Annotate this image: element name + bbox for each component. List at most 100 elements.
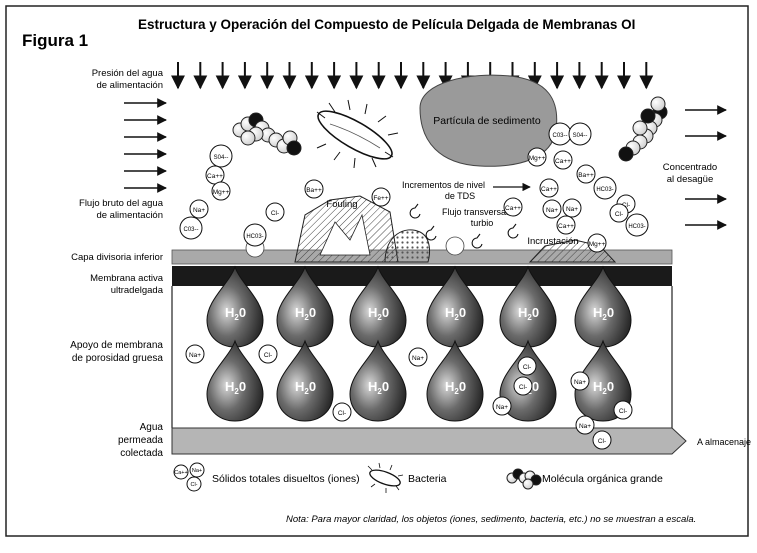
ion: Na+ [562,198,582,218]
ion: C03-- [548,122,572,146]
organic-molecule [232,112,302,156]
water-drop-label: H20 [295,305,316,322]
ion-label: Na+ [189,352,201,359]
ion: Ca++ [503,197,523,217]
water-drop-label: H20 [445,379,466,396]
figure-title: Estructura y Operación del Compuesto de … [138,17,635,32]
ion-layer: S04-- Ca++ Mg++ Na+ C03-- HC03- Cl- Ba++ Fe++ C03… [179,122,649,450]
molecule-bead [650,96,666,112]
ion-label: Cl- [523,364,531,371]
concentrate-arrows [685,105,727,230]
scale-note: Nota: Para mayor claridad, los objetos (… [286,514,696,525]
molecule-bead [640,108,656,124]
to-storage-label: A almacenaje [697,437,751,447]
ion-label: Cl- [598,438,606,445]
ion-label: S04-- [573,133,588,139]
ion-label: Mg++ [213,189,230,196]
ion: Cl- [613,400,633,420]
ion: Cl- [592,430,612,450]
ion-label: Cl- [619,408,627,415]
ion-label: Na+ [193,207,205,214]
ion-label: HC03- [628,224,645,230]
ion-label: C03-- [183,227,198,233]
ion-label: Mg++ [589,241,606,248]
water-drop-label: H20 [295,379,316,396]
bulk-flow-label-2: de alimentación [96,210,163,221]
water-drop-label: H20 [518,305,539,322]
feed-pressure-label-2: de alimentación [96,80,163,91]
crossflow-label-2: turbio [471,218,494,228]
molecule-bead [240,130,256,146]
figure-border [5,5,749,537]
ion: Cl- [609,203,629,223]
ion-label: Na+ [412,355,424,362]
ion: S04-- [568,122,592,146]
organic-molecule [618,96,668,162]
ion: HC03- [243,223,267,247]
legend-ion [186,476,202,492]
ion-label: HC03- [246,234,263,240]
barrier-layer-label: Capa divisoria inferior [71,252,163,263]
active-membrane-label: Membrana activa [90,273,164,284]
molecule-bead [286,140,302,156]
feed-pressure-label: Presión del agua [92,68,164,79]
legend-solids-label: Sólidos totales disueltos (iones) [212,473,360,485]
active-membrane-label-2: ultradelgada [111,285,164,296]
water-drop-label: H20 [593,305,614,322]
ion-label: Mg++ [529,155,546,162]
legend-organic-label: Molécula orgánica grande [542,473,663,485]
legend-ion [189,462,205,478]
ion: Ba++ [576,164,596,184]
ion-label: Na+ [579,423,591,430]
turbulence-swirls [409,203,519,249]
ion: Na+ [189,199,209,219]
ion-label: Cl- [615,211,623,218]
ion: Na+ [408,347,428,367]
ion: Cl- [517,356,537,376]
feed-flow-arrows [124,98,167,193]
concentrate-label: Concentrado [663,162,717,173]
ion: Na+ [492,396,512,416]
water-drop: H20 [349,339,407,422]
ion-label: Cl- [622,202,630,209]
sediment-label: Partícula de sedimento [433,115,541,127]
fouling-deposit [294,195,431,263]
tds-label: Incrementos de nivel [402,180,485,190]
ion: Mg++ [527,147,547,167]
ion-label: Ca++ [558,223,574,230]
ion: Na+ [542,199,562,219]
left-labels: Presión del agua de alimentación Flujo b… [70,68,164,459]
ion: Fe++ [371,187,391,207]
legend-ion [173,464,189,480]
ion: Mg++ [211,181,231,201]
ion: S04-- [209,144,233,168]
crossflow-label: Flujo transversal [442,207,508,217]
ion: Ca++ [556,215,576,235]
pressure-arrows [171,62,654,90]
molecule-bead [618,146,634,162]
water-drop-label: H20 [225,305,246,322]
ion-label: Cl- [338,410,346,417]
ion-label: Ca++ [555,158,571,165]
ion: Ca++ [553,150,573,170]
legend-bacteria-label: Bacteria [408,473,447,485]
ion-label: Cl- [271,210,279,217]
ion-label: Fe++ [373,195,388,202]
ion: Na+ [575,415,595,435]
ion: Cl- [265,202,285,222]
legend-ion-label: Cl- [190,482,197,488]
water-drop-label: H20 [593,379,614,396]
fouling-label: Fouling [326,199,357,210]
scaling-label: Incrustación [527,236,578,247]
legend-ion-label: Na+ [192,468,202,474]
water-drop: H20 [276,339,334,422]
ion: Ca++ [539,178,559,198]
ion-label: Ba++ [306,187,322,194]
legend-ion-label: Ca++ [174,470,187,476]
molecule-bead [522,478,534,490]
support-label: Apoyo de membrana [70,340,163,351]
ion-label: HC03- [596,187,613,193]
ion-label: Cl- [264,352,272,359]
